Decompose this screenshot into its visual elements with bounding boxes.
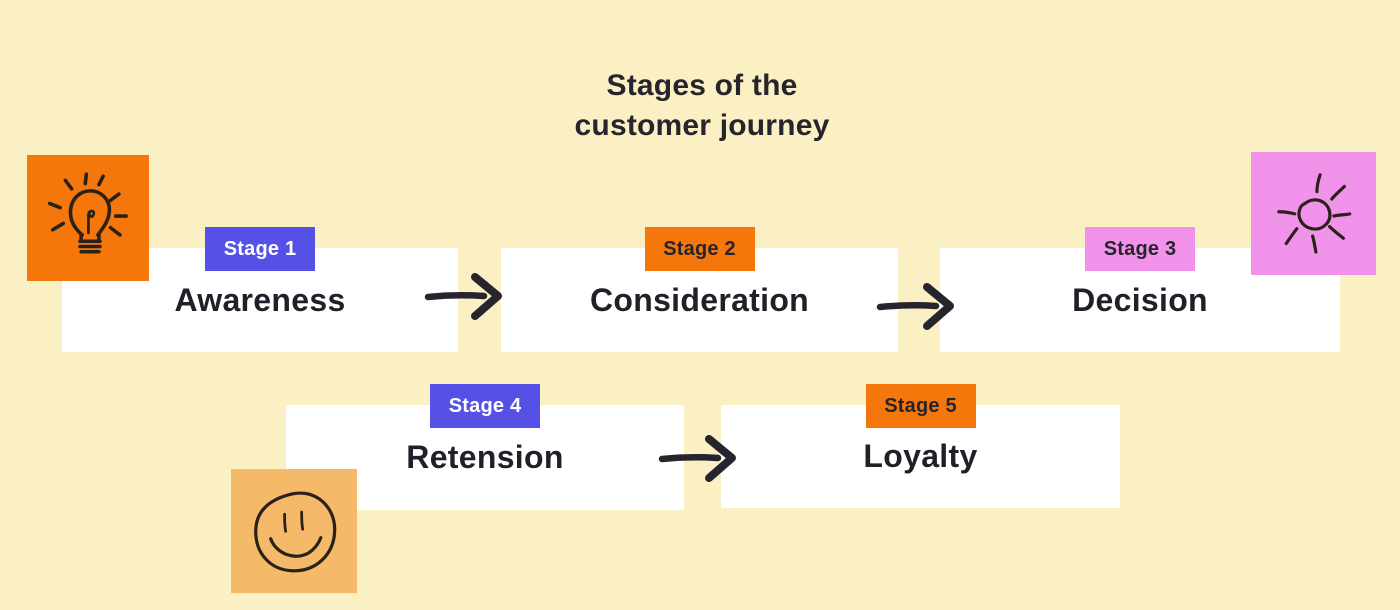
stage-4-badge-label: Stage 4 (448, 394, 522, 417)
stage-4-label: Retension (406, 439, 564, 475)
lightbulb-sticker[interactable] (27, 155, 149, 281)
arrow-right-icon-3 (658, 435, 736, 482)
stage-card-awareness[interactable]: Stage 1 Awareness (62, 227, 458, 352)
stage-1-label: Awareness (174, 281, 346, 318)
stage-5-label: Loyalty (863, 438, 978, 474)
stage-card-consideration[interactable]: Stage 2 Consideration (501, 227, 898, 352)
arrow-right-icon-2 (876, 283, 954, 330)
sun-icon (1277, 172, 1352, 254)
stage-3-badge[interactable]: Stage 3 (1085, 227, 1195, 271)
stage-card-loyalty[interactable]: Stage 5 Loyalty (721, 384, 1120, 508)
stage-card-decision[interactable]: Stage 3 Decision (940, 227, 1340, 352)
stage-5-badge[interactable]: Stage 5 (865, 384, 976, 428)
stage-5-badge-label: Stage 5 (884, 394, 957, 417)
smiley-icon (254, 491, 337, 573)
lightbulb-icon (47, 172, 128, 254)
stage-2-badge-label: Stage 2 (663, 237, 736, 260)
smiley-sticker[interactable] (231, 469, 357, 593)
stage-1-badge-label: Stage 1 (223, 237, 297, 260)
stage-2-badge[interactable]: Stage 2 (644, 227, 755, 271)
stage-3-label: Decision (1072, 281, 1208, 318)
page-title: Stages of the customer journey (452, 66, 952, 146)
stage-3-badge-label: Stage 3 (1103, 237, 1177, 260)
stage-2-label: Consideration (589, 281, 810, 318)
page-title-line2: customer journey (574, 109, 830, 142)
sun-sticker[interactable] (1251, 152, 1376, 275)
arrow-right-icon-1 (424, 273, 502, 320)
stage-1-badge[interactable]: Stage 1 (205, 227, 315, 271)
page-title-line1: Stages of the (606, 69, 798, 102)
stage-4-badge[interactable]: Stage 4 (430, 384, 540, 428)
